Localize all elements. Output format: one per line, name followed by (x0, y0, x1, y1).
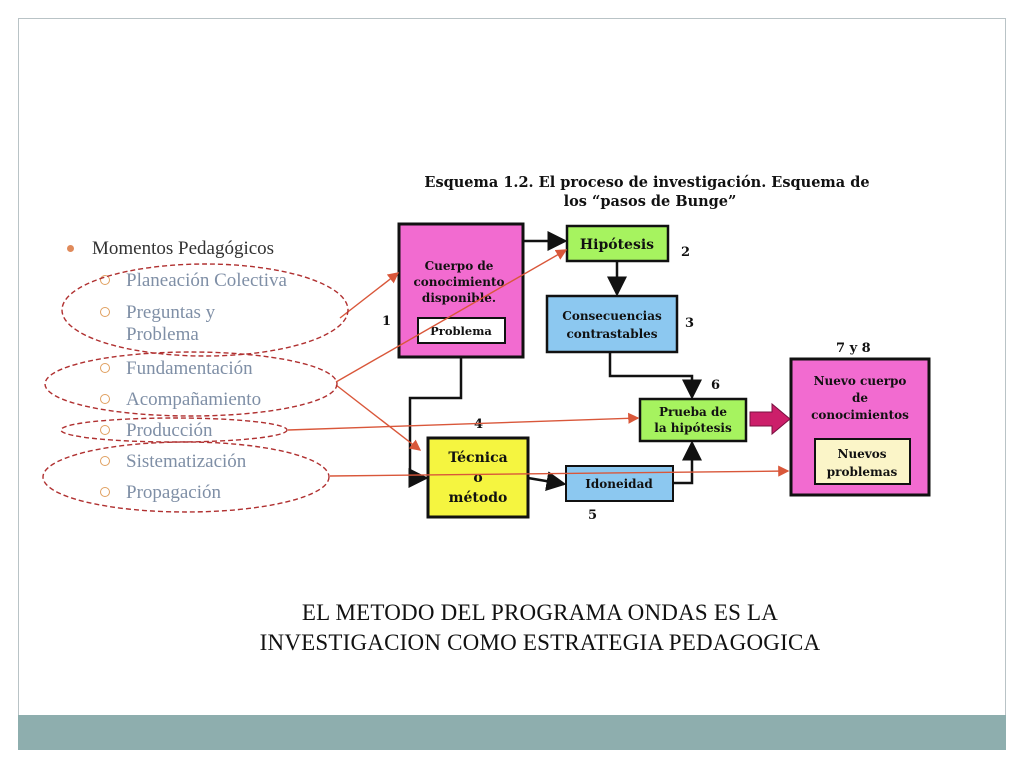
caption-line2: INVESTIGACION COMO ESTRATEGIA PEDAGOGICA (259, 629, 821, 655)
nuevos-label-2: problemas (827, 465, 898, 479)
group-ellipse-sistematizacion (42, 441, 330, 513)
arrow-sistematizacion-nuevo (329, 465, 790, 477)
diagram-title-line2: los “pasos de Bunge” (564, 193, 737, 210)
arrow-fundamentacion-tecnica (335, 384, 422, 451)
arrow-prueba-nuevo (749, 402, 791, 436)
circle-bullet-icon (100, 425, 110, 435)
arrow-fundamentacion-hipotesis (335, 249, 568, 383)
step-number-1: 1 (382, 314, 391, 329)
circle-bullet-icon (100, 363, 110, 373)
bullet-dot-icon (67, 245, 74, 253)
list-item: Producción (100, 420, 336, 442)
circle-bullet-icon (100, 456, 110, 466)
problema-label: Problema (430, 324, 492, 338)
arrow-preguntas-cuerpo (339, 272, 400, 319)
circle-bullet-icon (100, 275, 110, 285)
idoneidad-label: Idoneidad (585, 477, 653, 491)
list-item: Preguntas y Problema (100, 302, 276, 346)
consecuencias-label-2: contrastables (566, 327, 657, 341)
footer-band (18, 715, 1006, 750)
step-number-5: 5 (588, 508, 597, 523)
arrow-tecnica-idoneidad (527, 471, 567, 491)
group-ellipse-fundamentacion (44, 351, 338, 417)
tecnica-box (426, 436, 530, 519)
nuevos-problemas-box (814, 438, 911, 485)
prueba-box (638, 397, 748, 443)
circle-bullet-icon (100, 487, 110, 497)
hipotesis-label: Hipótesis (580, 237, 654, 253)
list-item: Propagación (100, 482, 336, 504)
bullet-main-label: Momentos Pedagógicos (92, 238, 275, 259)
step-number-3: 3 (685, 316, 694, 331)
cuerpo-label-1: Cuerpo de (425, 259, 494, 273)
step-number-4: 4 (474, 417, 483, 432)
arrow-idoneidad-prueba (673, 440, 702, 485)
list-item: Sistematización (100, 451, 336, 473)
group-ellipse-produccion (60, 417, 288, 443)
caption-line1: EL METODO DEL PROGRAMA ONDAS ES LA (301, 600, 779, 625)
tecnica-label-3: método (449, 490, 508, 506)
circle-bullet-icon (100, 394, 110, 404)
step-number-2: 2 (681, 245, 690, 260)
list-item: Acompañamiento (100, 389, 336, 411)
step-number-7-8: 7 y 8 (836, 341, 871, 356)
arrow-cuerpo-tecnica (408, 357, 463, 488)
cuerpo-label-3: disponible. (422, 291, 496, 305)
nuevo-label-2: de (852, 391, 868, 405)
list-item: Fundamentación (100, 358, 336, 380)
diagram-title-line1: Esquema 1.2. El proceso de investigación… (424, 174, 869, 191)
consecuencias-label-1: Consecuencias (562, 309, 662, 323)
tecnica-label-2: o (473, 470, 482, 486)
nuevos-label-1: Nuevos (837, 447, 886, 461)
cuerpo-label-2: conocimiento (413, 275, 504, 289)
arrow-produccion-prueba (287, 412, 640, 431)
arrow-consecuencias-prueba (608, 352, 702, 400)
nuevo-label-3: conocimientos (811, 408, 909, 422)
circle-bullet-icon (100, 307, 110, 317)
nuevo-label-1: Nuevo cuerpo (814, 374, 907, 388)
prueba-label-2: la hipótesis (654, 421, 732, 435)
bullet-main: Momentos Pedagógicos (62, 238, 274, 260)
problema-box (417, 317, 506, 344)
group-ellipse-planeacion (61, 263, 349, 357)
step-number-6: 6 (711, 378, 720, 393)
tecnica-label-1: Técnica (448, 450, 507, 466)
consecuencias-box (545, 294, 679, 354)
slide-caption: EL METODO DEL PROGRAMA ONDAS ES LA INVES… (200, 598, 880, 658)
list-item: Planeación Colectiva (100, 270, 336, 292)
prueba-label-1: Prueba de (659, 405, 727, 419)
